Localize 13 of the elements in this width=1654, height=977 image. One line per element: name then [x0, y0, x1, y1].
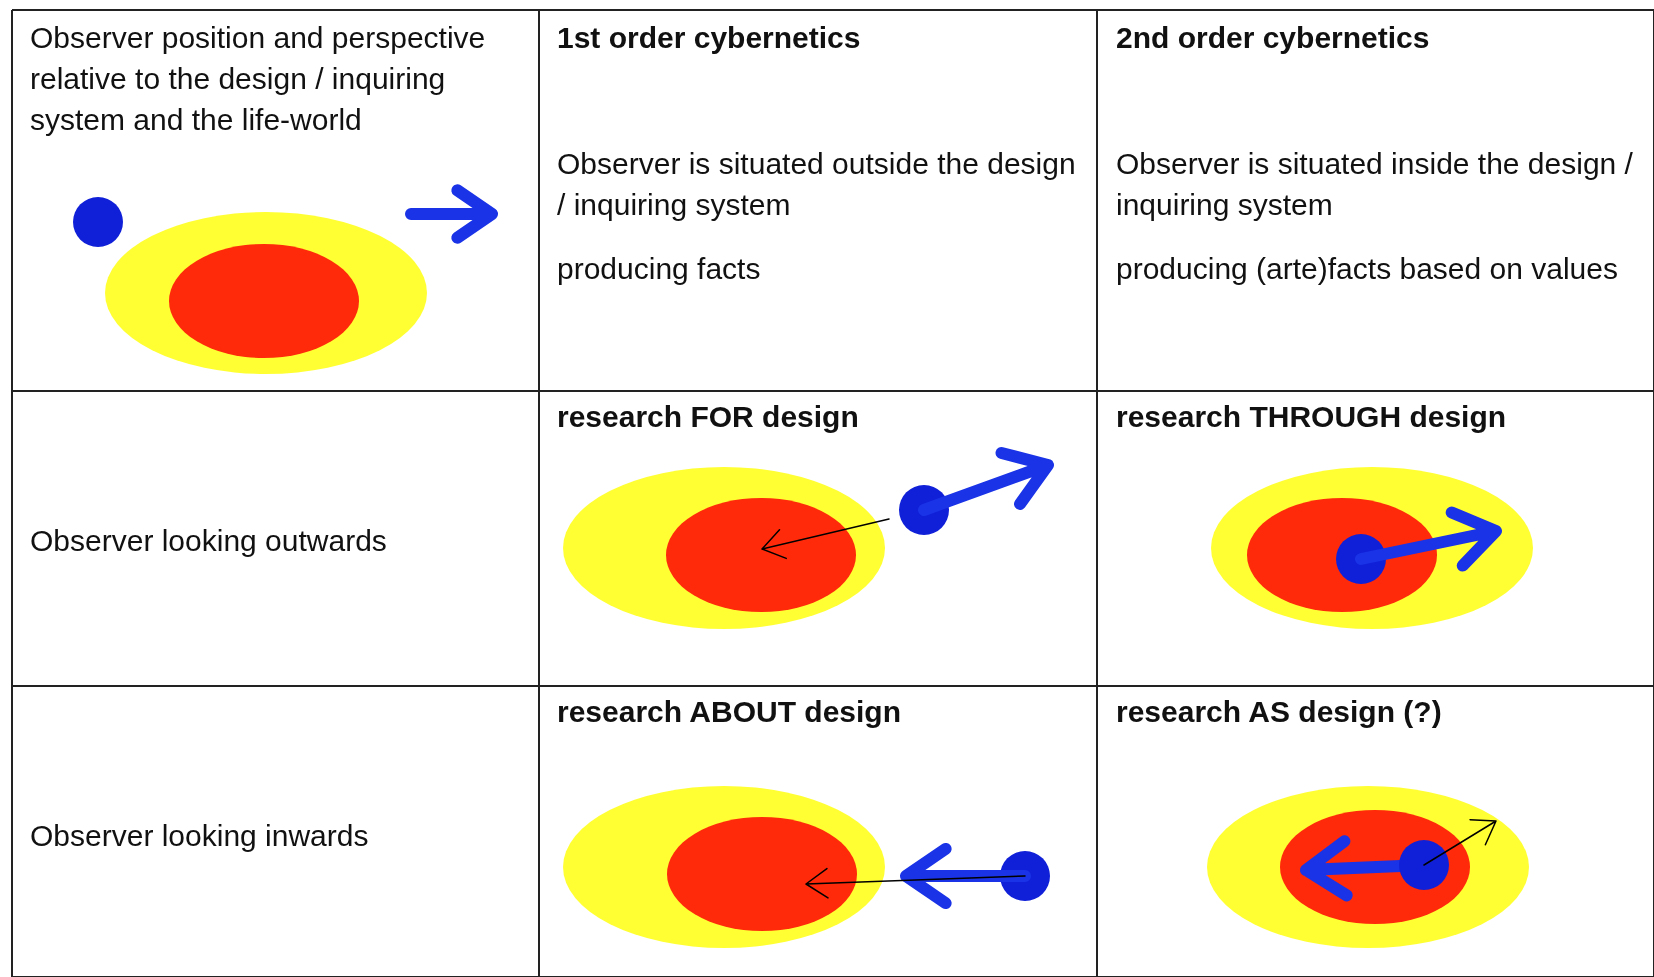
- row-header: Observer looking inwards: [30, 818, 369, 854]
- cell-heading: research FOR design: [557, 399, 859, 435]
- column-header: 2nd order cybernetics: [1116, 20, 1430, 56]
- cell-heading: research THROUGH design: [1116, 399, 1507, 435]
- cell-text: producing facts: [557, 251, 761, 287]
- column-header: Observer position and perspective relative to the design / inquiring system and the life-world: [30, 20, 487, 138]
- cell-heading: research ABOUT design: [557, 694, 901, 730]
- column-header: 1st order cybernetics: [557, 20, 861, 56]
- cell-text: Observer is situated inside the design / inquiring system: [1116, 146, 1634, 223]
- row-header: Observer looking outwards: [30, 523, 387, 559]
- cell-heading: research AS design (?): [1116, 694, 1442, 730]
- cell-text: Observer is situated outside the design / inquiring system: [557, 146, 1077, 223]
- cell-text: producing (arte)facts based on values: [1116, 251, 1618, 287]
